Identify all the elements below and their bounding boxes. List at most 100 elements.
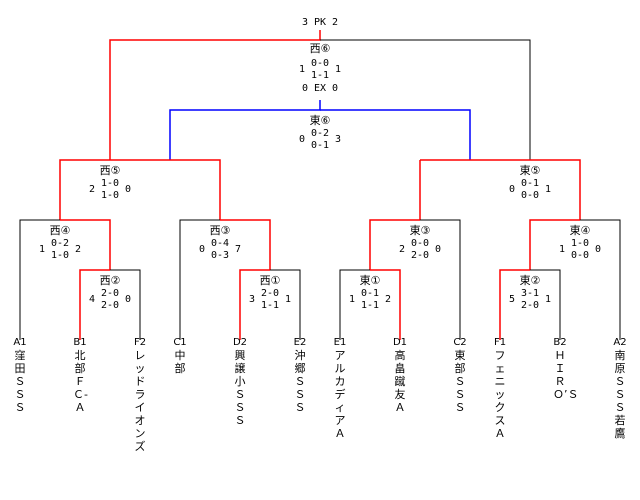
half2-score: 1-1 bbox=[361, 300, 379, 311]
match-label: 西② bbox=[100, 274, 121, 287]
match-final: 西⑥ 1 0-0 1-1 1 0 EX 0 bbox=[299, 42, 341, 94]
half2-score: 1-1 bbox=[311, 70, 329, 81]
half2-score: 2-0 bbox=[521, 300, 539, 311]
half2-score: 0-1 bbox=[311, 140, 329, 151]
east2-right-line bbox=[530, 269, 561, 340]
team-a2: A2 南原ＳＳＳ若鷹 bbox=[613, 336, 627, 440]
team-code: F1 bbox=[493, 337, 507, 348]
east2-left-line bbox=[499, 269, 530, 340]
right-score: 1 bbox=[545, 184, 551, 195]
half1-score: 2-0 bbox=[261, 288, 279, 299]
team-code: E1 bbox=[333, 337, 347, 348]
extra-time-score: 0 EX 0 bbox=[302, 83, 338, 94]
team-name: レッドライオンズ bbox=[134, 349, 146, 453]
team-e1: E1 アルカディアＡ bbox=[333, 336, 347, 440]
half1-score: 1-0 bbox=[101, 178, 119, 189]
half2-score: 2-0 bbox=[411, 250, 429, 261]
team-b1: B1 北部ＦＣ-Ａ bbox=[73, 336, 88, 414]
west4-left-line bbox=[19, 219, 60, 340]
right-score: 7 bbox=[235, 244, 241, 255]
right-score: 1 bbox=[335, 64, 341, 75]
match-label: 東② bbox=[520, 274, 541, 287]
west5-left-line bbox=[59, 159, 170, 220]
team-name: ＨＩＲＯ’Ｓ bbox=[553, 349, 579, 401]
left-score: 2 bbox=[89, 184, 95, 195]
half1-score: 0-1 bbox=[361, 288, 379, 299]
match-label: 東③ bbox=[410, 224, 431, 237]
match-label: 東⑤ bbox=[520, 164, 541, 177]
left-score: 3 bbox=[249, 294, 255, 305]
half1-score: 1-0 bbox=[571, 238, 589, 249]
team-c1: C1 中 部 bbox=[173, 336, 197, 375]
west2-right-line bbox=[110, 269, 141, 340]
half1-score: 3-1 bbox=[521, 288, 539, 299]
left-score: 1 bbox=[39, 244, 45, 255]
left-score: 1 bbox=[559, 244, 565, 255]
match-label: 西① bbox=[260, 274, 281, 287]
west1-right-line bbox=[270, 269, 301, 340]
east3-left-line bbox=[369, 219, 420, 270]
match-west2: 西② 4 2-0 2-0 0 bbox=[89, 274, 131, 311]
half1-score: 0-1 bbox=[521, 178, 539, 189]
west3-left-line bbox=[179, 219, 220, 340]
team-b2: B2 ＨＩＲＯ’Ｓ bbox=[553, 336, 579, 401]
east4-left-line bbox=[529, 219, 580, 270]
half2-score: 2-0 bbox=[101, 300, 119, 311]
left-score: 5 bbox=[509, 294, 515, 305]
half2-score: 1-1 bbox=[261, 300, 279, 311]
half1-score: 0-2 bbox=[51, 238, 69, 249]
match-label: 西⑤ bbox=[100, 164, 121, 177]
match-west1: 西① 3 2-0 1-1 1 bbox=[249, 274, 291, 311]
team-code: E2 bbox=[293, 337, 307, 348]
east5-right-line bbox=[530, 159, 581, 220]
east6-left-line bbox=[169, 100, 321, 160]
east1-right-line bbox=[370, 269, 401, 340]
right-score: 1 bbox=[285, 294, 291, 305]
right-score: 1 bbox=[545, 294, 551, 305]
match-label: 東① bbox=[360, 274, 381, 287]
match-east5: 東⑤ 0 0-1 0-0 1 bbox=[509, 164, 551, 201]
half2-score: 1-0 bbox=[51, 250, 69, 261]
team-f1: F1 フェニックスＡ bbox=[493, 336, 507, 440]
match-label: 東④ bbox=[570, 224, 591, 237]
left-score: 0 bbox=[299, 134, 305, 145]
match-label: 西④ bbox=[50, 224, 71, 237]
team-name: フェニックスＡ bbox=[494, 349, 506, 440]
team-code: F2 bbox=[133, 337, 147, 348]
right-score: 3 bbox=[335, 134, 341, 145]
west3-right-line bbox=[220, 219, 271, 270]
right-score: 0 bbox=[125, 184, 131, 195]
team-name: 東部ＳＳＳ bbox=[454, 349, 466, 414]
team-code: B2 bbox=[553, 337, 567, 348]
east3-right-line bbox=[420, 219, 461, 340]
final-right-line bbox=[320, 39, 531, 160]
match-west4: 西④ 1 0-2 1-0 2 bbox=[39, 224, 81, 261]
match-east6: 東⑥ 0 0-2 0-1 3 bbox=[299, 114, 341, 151]
half2-score: 1-0 bbox=[101, 190, 119, 201]
left-score: 2 bbox=[399, 244, 405, 255]
team-code: D2 bbox=[232, 337, 248, 348]
team-d2: D2 興譲小ＳＳＳ bbox=[233, 336, 247, 427]
left-score: 1 bbox=[299, 64, 305, 75]
west4-right-line bbox=[60, 219, 111, 270]
team-name: 中 部 bbox=[174, 349, 197, 375]
match-label: 東⑥ bbox=[310, 114, 331, 127]
right-score: 0 bbox=[125, 294, 131, 305]
match-east3: 東③ 2 0-0 2-0 0 bbox=[399, 224, 441, 261]
left-score: 0 bbox=[199, 244, 205, 255]
team-code: C1 bbox=[173, 337, 187, 348]
team-f2: F2 レッドライオンズ bbox=[133, 336, 147, 453]
match-label: 西⑥ bbox=[310, 42, 331, 55]
half2-score: 0-3 bbox=[211, 250, 229, 261]
final-left-line bbox=[109, 30, 321, 160]
left-score: 1 bbox=[349, 294, 355, 305]
right-score: 0 bbox=[595, 244, 601, 255]
team-name: 高畠蹴友Ａ bbox=[394, 349, 406, 414]
half1-score: 2-0 bbox=[101, 288, 119, 299]
east1-left-line bbox=[339, 269, 370, 340]
right-score: 2 bbox=[75, 244, 81, 255]
left-score: 0 bbox=[509, 184, 515, 195]
team-code: C2 bbox=[453, 337, 467, 348]
pk-result: 3 PK 2 bbox=[302, 17, 338, 28]
